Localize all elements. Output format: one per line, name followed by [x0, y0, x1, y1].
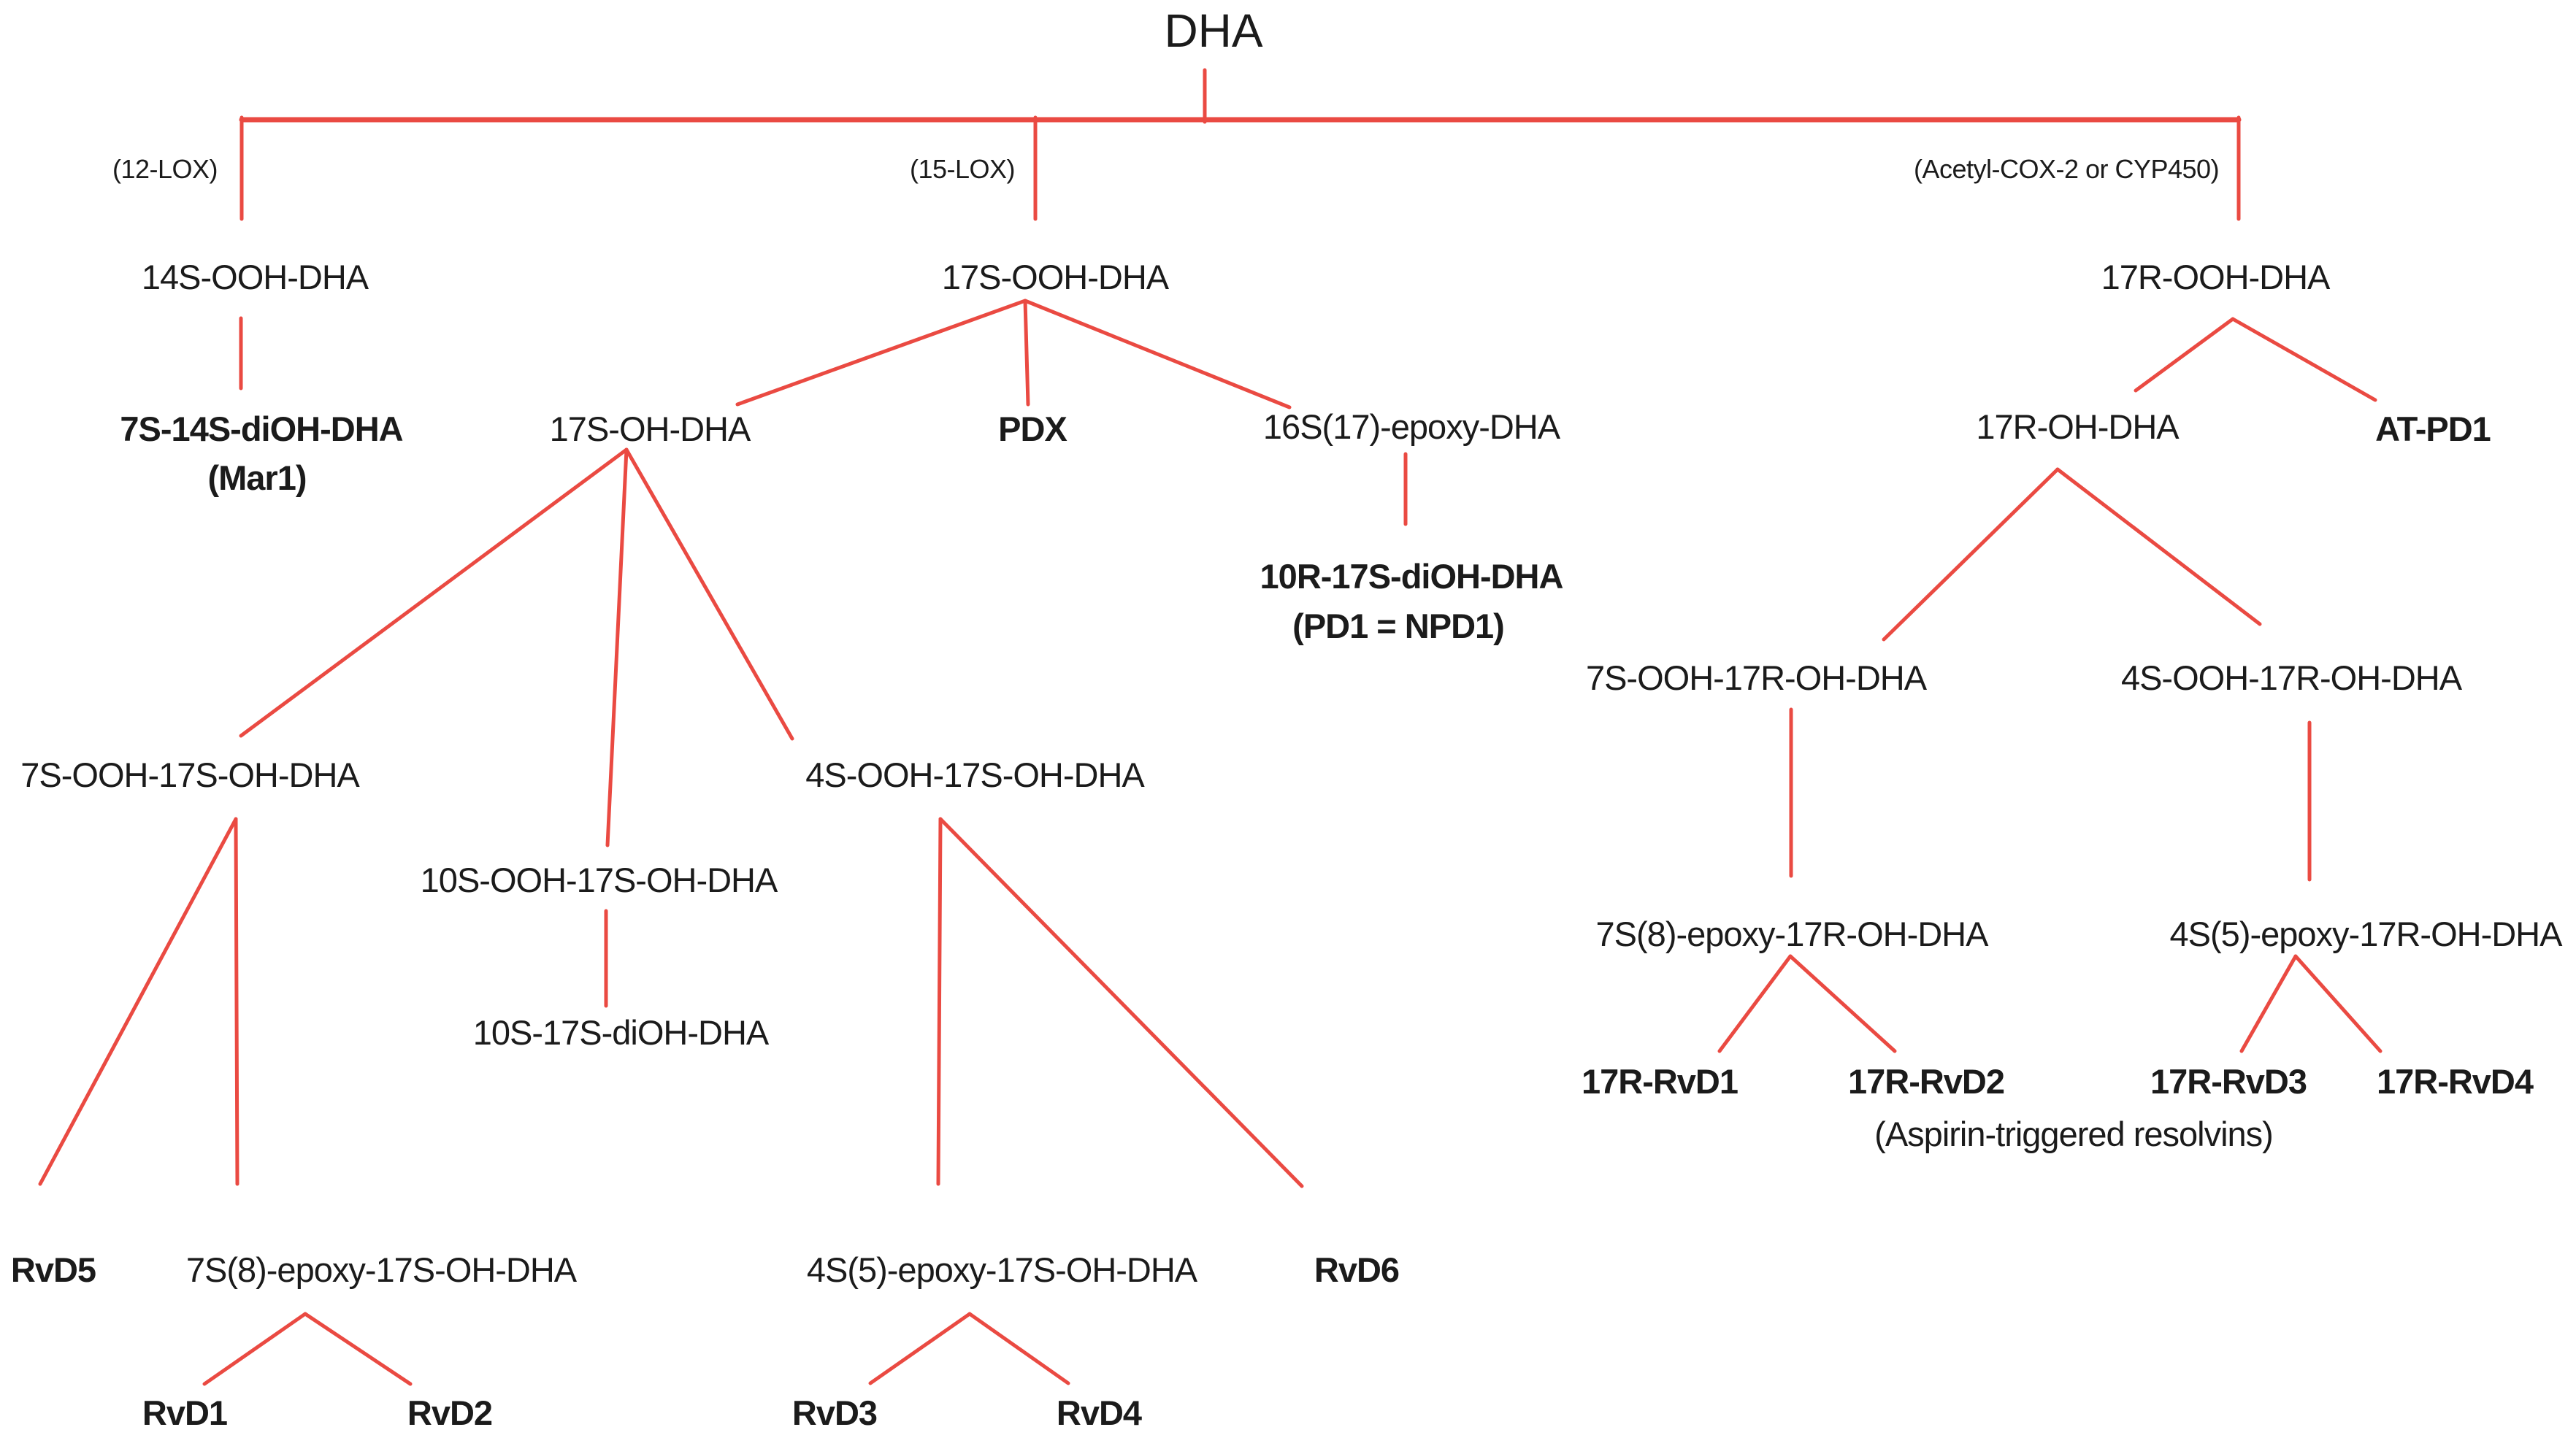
- label-16s17-epoxy-dha: 16S(17)-epoxy-DHA: [1262, 407, 1560, 447]
- label-rvd4: RvD4: [1056, 1393, 1142, 1433]
- label-rvd1: RvD1: [142, 1393, 228, 1433]
- pathway-line: [2239, 954, 2298, 1053]
- pathway-line: [38, 817, 238, 1186]
- label-dha: DHA: [1164, 4, 1263, 57]
- pathway-line: [1882, 467, 2060, 642]
- pathway-line: [234, 817, 239, 1186]
- label-17r-rvd2: 17R-RvD2: [1847, 1062, 2005, 1101]
- pathway-line: [1717, 954, 1793, 1053]
- label-14s-ooh-dha: 14S-OOH-DHA: [141, 258, 369, 297]
- pathway-line: [936, 817, 943, 1186]
- label-7s8-epoxy-17r-oh-dha: 7S(8)-epoxy-17R-OH-DHA: [1595, 915, 1989, 954]
- label-aspirin-note: (Aspirin-triggered resolvins): [1874, 1115, 2274, 1154]
- label-17r-oh-dha: 17R-OH-DHA: [1976, 407, 2179, 447]
- pathway-line: [624, 447, 794, 741]
- pathway-line: [303, 1312, 413, 1386]
- label-17r-ooh-dha: 17R-OOH-DHA: [2101, 258, 2331, 297]
- label-17s-oh-dha: 17S-OH-DHA: [549, 409, 751, 449]
- label-10s-ooh-17s-oh-dha: 10S-OOH-17S-OH-DHA: [420, 861, 778, 900]
- label-7s8-epoxy-17s-oh-dha: 7S(8)-epoxy-17S-OH-DHA: [185, 1250, 577, 1290]
- label-10s-17s-dioh-dha: 10S-17S-diOH-DHA: [472, 1013, 770, 1053]
- pathway-line: [2134, 317, 2235, 393]
- pathway-line: [2293, 954, 2383, 1053]
- pathway-line: [1023, 299, 1030, 407]
- pathway-line: [1023, 299, 1292, 409]
- label-pd1-npd1: (PD1 = NPD1): [1292, 607, 1505, 646]
- label-at-pd1: AT-PD1: [2375, 409, 2491, 449]
- pathway-line: [735, 299, 1027, 407]
- label-enzyme-acetylcox2-cyp450: (Acetyl-COX-2 or CYP450): [1913, 154, 2220, 185]
- pathway-line: [202, 1312, 307, 1386]
- label-17r-rvd1: 17R-RvD1: [1581, 1062, 1739, 1101]
- pathway-line: [868, 1312, 972, 1385]
- label-7s-ooh-17r-oh-dha: 7S-OOH-17R-OH-DHA: [1585, 658, 1927, 698]
- pathway-line: [938, 817, 1304, 1188]
- pathway-line: [2231, 317, 2377, 402]
- label-rvd6: RvD6: [1314, 1250, 1400, 1290]
- label-rvd2: RvD2: [407, 1393, 493, 1433]
- label-4s5-epoxy-17s-oh-dha: 4S(5)-epoxy-17S-OH-DHA: [806, 1250, 1197, 1290]
- label-mar1: (Mar1): [207, 458, 307, 498]
- pathway-line: [2055, 467, 2262, 626]
- pathway-line: [1788, 954, 1897, 1053]
- label-4s-ooh-17s-oh-dha: 4S-OOH-17S-OH-DHA: [805, 755, 1145, 795]
- label-17r-rvd4: 17R-RvD4: [2376, 1062, 2534, 1101]
- pathway-line: [239, 447, 629, 738]
- pathway-line: [967, 1312, 1070, 1385]
- label-17r-rvd3: 17R-RvD3: [2150, 1062, 2307, 1101]
- label-rvd5: RvD5: [10, 1250, 96, 1290]
- label-4s-ooh-17r-oh-dha: 4S-OOH-17R-OH-DHA: [2120, 658, 2462, 698]
- label-enzyme-12lox: (12-LOX): [112, 154, 218, 185]
- label-7s-14s-dioh-dha: 7S-14S-diOH-DHA: [120, 409, 403, 449]
- label-enzyme-15lox: (15-LOX): [909, 154, 1016, 185]
- label-rvd3: RvD3: [791, 1393, 878, 1433]
- label-4s5-epoxy-17r-oh-dha: 4S(5)-epoxy-17R-OH-DHA: [2169, 915, 2563, 954]
- label-pdx: PDX: [998, 409, 1067, 449]
- pathway-line: [605, 447, 629, 847]
- label-10r-17s-dioh-dha: 10R-17S-diOH-DHA: [1260, 557, 1564, 596]
- label-17s-ooh-dha: 17S-OOH-DHA: [941, 258, 1169, 297]
- label-7s-ooh-17s-oh-dha: 7S-OOH-17S-OH-DHA: [20, 755, 360, 795]
